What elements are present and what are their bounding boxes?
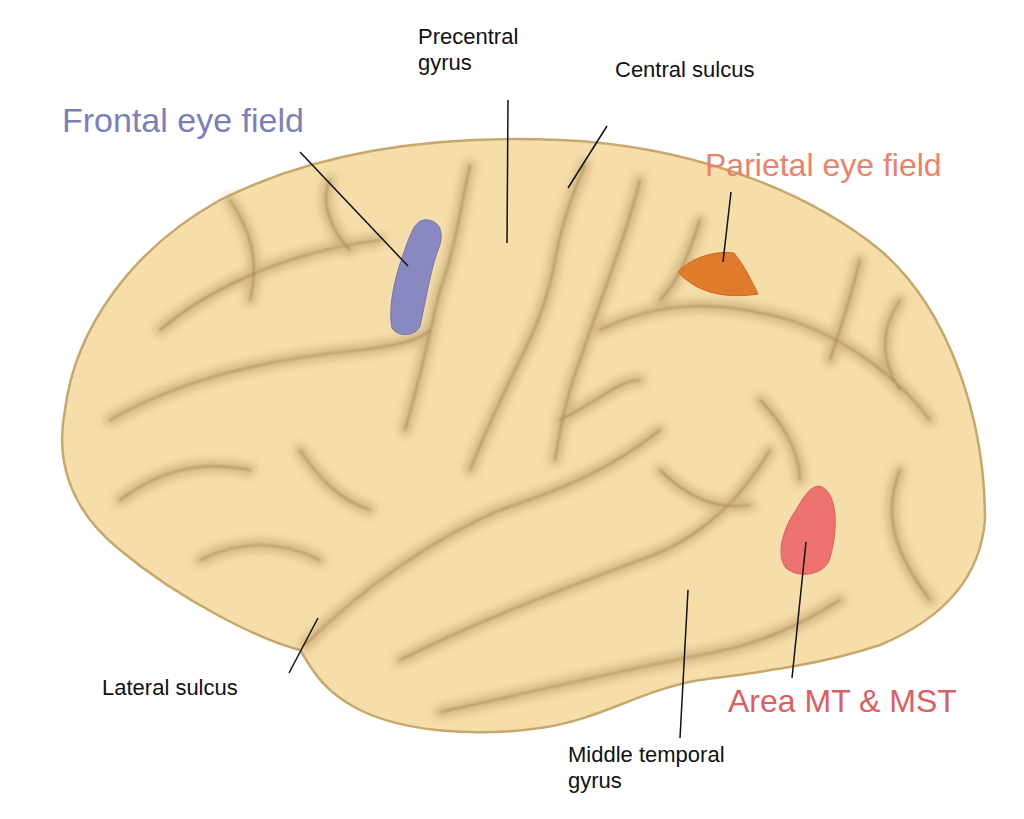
sulcus — [660, 470, 750, 506]
sulcus — [110, 330, 430, 420]
sulcus — [305, 430, 660, 645]
region-label: Area MT & MST — [728, 682, 957, 720]
sulcus — [885, 300, 900, 390]
structure-label: Middle temporal gyrus — [568, 742, 758, 795]
parietal-eye-field-region — [678, 252, 758, 295]
sulcus — [230, 200, 254, 300]
structure-label: Precentral gyrus — [418, 24, 548, 77]
sulcus — [560, 380, 640, 420]
sulcus — [305, 430, 660, 645]
sulcus — [200, 545, 320, 560]
sulci-lines — [110, 165, 930, 712]
sulcus — [885, 300, 900, 390]
sulcus — [660, 470, 750, 506]
sulcus — [120, 466, 250, 500]
mt-mst-region — [781, 486, 835, 574]
frontal-eye-field-region — [391, 220, 441, 335]
sulcus — [300, 450, 370, 510]
sulcus — [555, 180, 640, 460]
sulcus — [160, 240, 380, 330]
region-label: Parietal eye field — [705, 146, 942, 184]
sulcus — [600, 306, 930, 420]
sulcus — [470, 165, 585, 470]
leader-line — [680, 590, 688, 738]
sulcus — [830, 260, 860, 360]
sulcus — [120, 466, 250, 500]
leader-line — [289, 618, 318, 673]
sulcus — [560, 380, 640, 420]
sulci — [110, 165, 930, 712]
sulcus — [400, 450, 770, 660]
sulcus — [470, 165, 585, 470]
sulcus — [400, 450, 770, 660]
sulci-shadow — [110, 165, 930, 712]
region-label: Frontal eye field — [62, 100, 304, 141]
structure-label: Lateral sulcus — [102, 675, 238, 701]
sulcus — [326, 180, 350, 250]
leader-lines — [289, 100, 806, 738]
sulcus — [892, 470, 930, 600]
sulcus — [110, 330, 430, 420]
leader-line — [792, 542, 806, 678]
sulcus — [892, 470, 930, 600]
leader-line — [507, 100, 508, 243]
leader-line — [300, 152, 408, 266]
sulcus — [760, 400, 800, 480]
leader-line — [568, 126, 607, 188]
structure-label: Central sulcus — [615, 57, 754, 83]
sulcus — [300, 450, 370, 510]
brain-outline — [62, 139, 985, 732]
sulcus — [230, 200, 254, 300]
sulcus — [760, 400, 800, 480]
sulcus — [326, 180, 350, 250]
sulcus — [200, 545, 320, 560]
leader-line — [723, 192, 731, 262]
